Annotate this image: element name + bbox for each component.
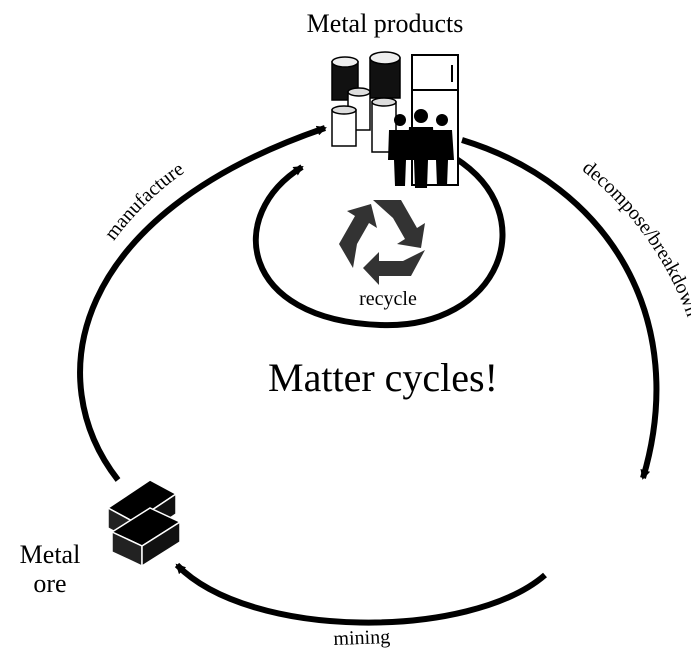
recycle-label: recycle [359, 288, 417, 310]
metal-products-icon [331, 51, 401, 153]
metal-ingots-icon [106, 479, 182, 568]
center-title: Matter cycles! [268, 355, 498, 400]
recycle-icon [339, 200, 425, 285]
metal-products-label: Metal products [307, 9, 464, 38]
decompose-arrow [461, 137, 660, 480]
mining-arrow [174, 562, 547, 626]
people-silhouette-icon [388, 109, 454, 188]
metal-ore-label-line2: ore [33, 569, 66, 598]
metal-ore-label-line1: Metal [20, 540, 81, 569]
manufacture-arrow [77, 125, 327, 482]
decompose-label: decompose/breakdown [578, 157, 691, 320]
recycle-loop-arrow [253, 155, 506, 329]
svg-text:decompose/breakdown: decompose/breakdown [578, 157, 691, 320]
mining-label: mining [333, 626, 390, 650]
